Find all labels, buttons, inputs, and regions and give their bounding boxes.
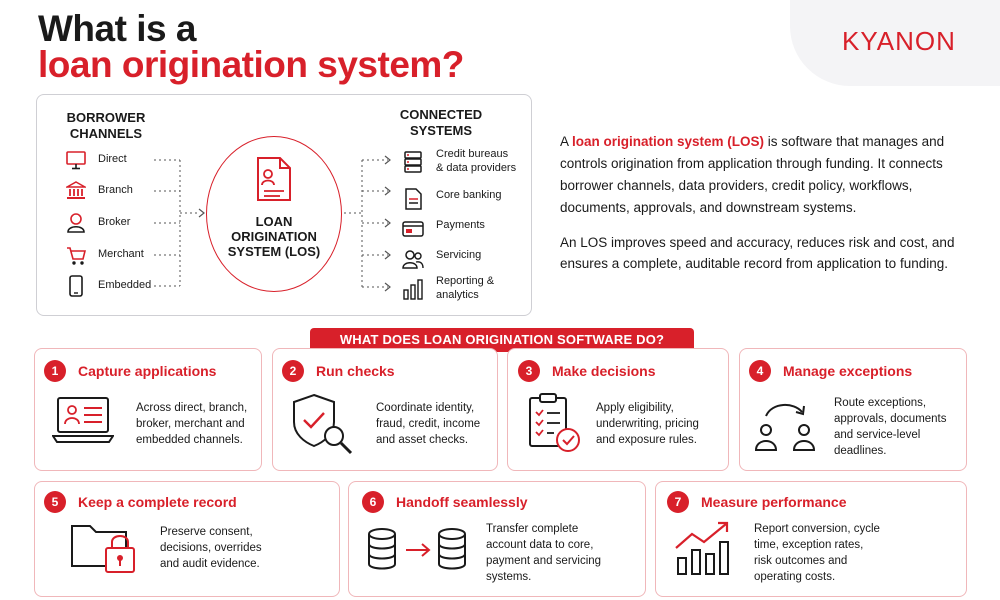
channel-embedded: Embedded xyxy=(66,275,176,299)
card-number: 6 xyxy=(362,491,384,513)
channel-label: Broker xyxy=(98,216,131,228)
card-number: 4 xyxy=(749,360,771,382)
intro-paragraph-2: An LOS improves speed and accuracy, redu… xyxy=(560,235,955,271)
system-payments: Payments xyxy=(402,214,528,244)
bar-chart-icon xyxy=(403,279,423,300)
card-description: Coordinate identity, fraud, credit, inco… xyxy=(376,402,481,446)
system-core-banking: Core banking xyxy=(402,184,528,214)
card-description: Across direct, branch, broker, merchant … xyxy=(136,402,248,446)
system-servicing: Servicing xyxy=(402,244,528,274)
channel-branch: Branch xyxy=(66,180,176,204)
bank-icon xyxy=(66,181,86,199)
channel-merchant: Merchant xyxy=(66,244,176,268)
growth-chart-icon xyxy=(675,521,729,575)
card-number: 1 xyxy=(44,360,66,382)
card-run-checks xyxy=(272,348,498,471)
card-make-decisions xyxy=(507,348,729,471)
title-line-2: loan origination system? xyxy=(38,44,464,85)
system-label: Core banking xyxy=(436,189,502,201)
card-title: Make decisions xyxy=(552,363,656,379)
channel-label: Embedded xyxy=(98,279,152,291)
system-label: Reporting & analytics xyxy=(436,275,495,301)
card-title: Keep a complete record xyxy=(78,494,237,510)
card-number: 3 xyxy=(518,360,540,382)
intro-text: A xyxy=(560,134,573,149)
los-diagram xyxy=(36,94,532,316)
card-title: Capture applications xyxy=(78,363,217,379)
document-person-icon xyxy=(257,157,291,201)
folder-lock-icon xyxy=(71,525,135,573)
los-circle xyxy=(206,136,342,292)
card-number: 5 xyxy=(44,491,66,513)
card-description: Route exceptions, approvals, documents a… xyxy=(834,397,947,457)
card-title: Measure performance xyxy=(701,494,847,510)
system-credit-bureaus: Credit bureaus & data providers xyxy=(402,147,528,177)
card-description: Apply eligibility, underwriting, pricing… xyxy=(596,402,699,446)
logo-background xyxy=(790,0,1000,86)
los-label: LOAN ORIGINATION SYSTEM (LOS) xyxy=(227,214,321,259)
monitor-icon xyxy=(66,151,86,170)
card-title: Manage exceptions xyxy=(783,363,913,379)
channel-label: Branch xyxy=(98,184,133,196)
system-label: Credit bureaus & data providers xyxy=(436,148,517,174)
system-label: Servicing xyxy=(436,249,482,261)
brand-logo: KYANON xyxy=(842,26,956,56)
systems-heading: CONNECTED SYSTEMS xyxy=(399,107,483,138)
channel-broker: Broker xyxy=(66,212,176,236)
system-reporting: Reporting & analytics xyxy=(402,274,528,304)
card-title: Run checks xyxy=(316,363,395,379)
card-description: Preserve consent, decisions, overrides a… xyxy=(160,526,262,570)
clipboard-check-icon xyxy=(529,393,580,452)
cart-icon xyxy=(67,247,86,265)
intro-text: is software that manages and controls or… xyxy=(560,134,945,215)
card-title: Handoff seamlessly xyxy=(396,494,528,510)
channels-heading: BORROWER CHANNELS xyxy=(66,110,146,141)
person-icon xyxy=(67,213,85,233)
database-icon xyxy=(404,151,422,173)
people-icon xyxy=(402,250,424,269)
channel-label: Merchant xyxy=(98,248,144,260)
database-transfer-icon xyxy=(368,528,466,570)
channel-label: Direct xyxy=(98,153,127,165)
card-icon xyxy=(402,221,424,237)
card-capture-applications xyxy=(34,348,262,471)
card-keep-record xyxy=(34,481,340,597)
shield-search-icon xyxy=(293,393,353,455)
channel-direct: Direct xyxy=(66,149,176,173)
route-people-icon xyxy=(754,404,816,451)
laptop-form-icon xyxy=(52,397,114,443)
card-handoff xyxy=(348,481,646,597)
card-description: Transfer complete account data to core, … xyxy=(486,523,602,583)
phone-icon xyxy=(69,275,83,297)
card-description: Report conversion, cycle time, exception… xyxy=(754,523,880,583)
title-line-1: What is a xyxy=(38,8,196,49)
card-number: 2 xyxy=(282,360,304,382)
system-label: Payments xyxy=(436,219,485,231)
card-number: 7 xyxy=(667,491,689,513)
intro-highlight: loan origination system (LOS) xyxy=(572,134,765,149)
intro-paragraph-1: A loan origination system (LOS) is softw… xyxy=(560,131,960,219)
document-icon xyxy=(405,188,422,210)
